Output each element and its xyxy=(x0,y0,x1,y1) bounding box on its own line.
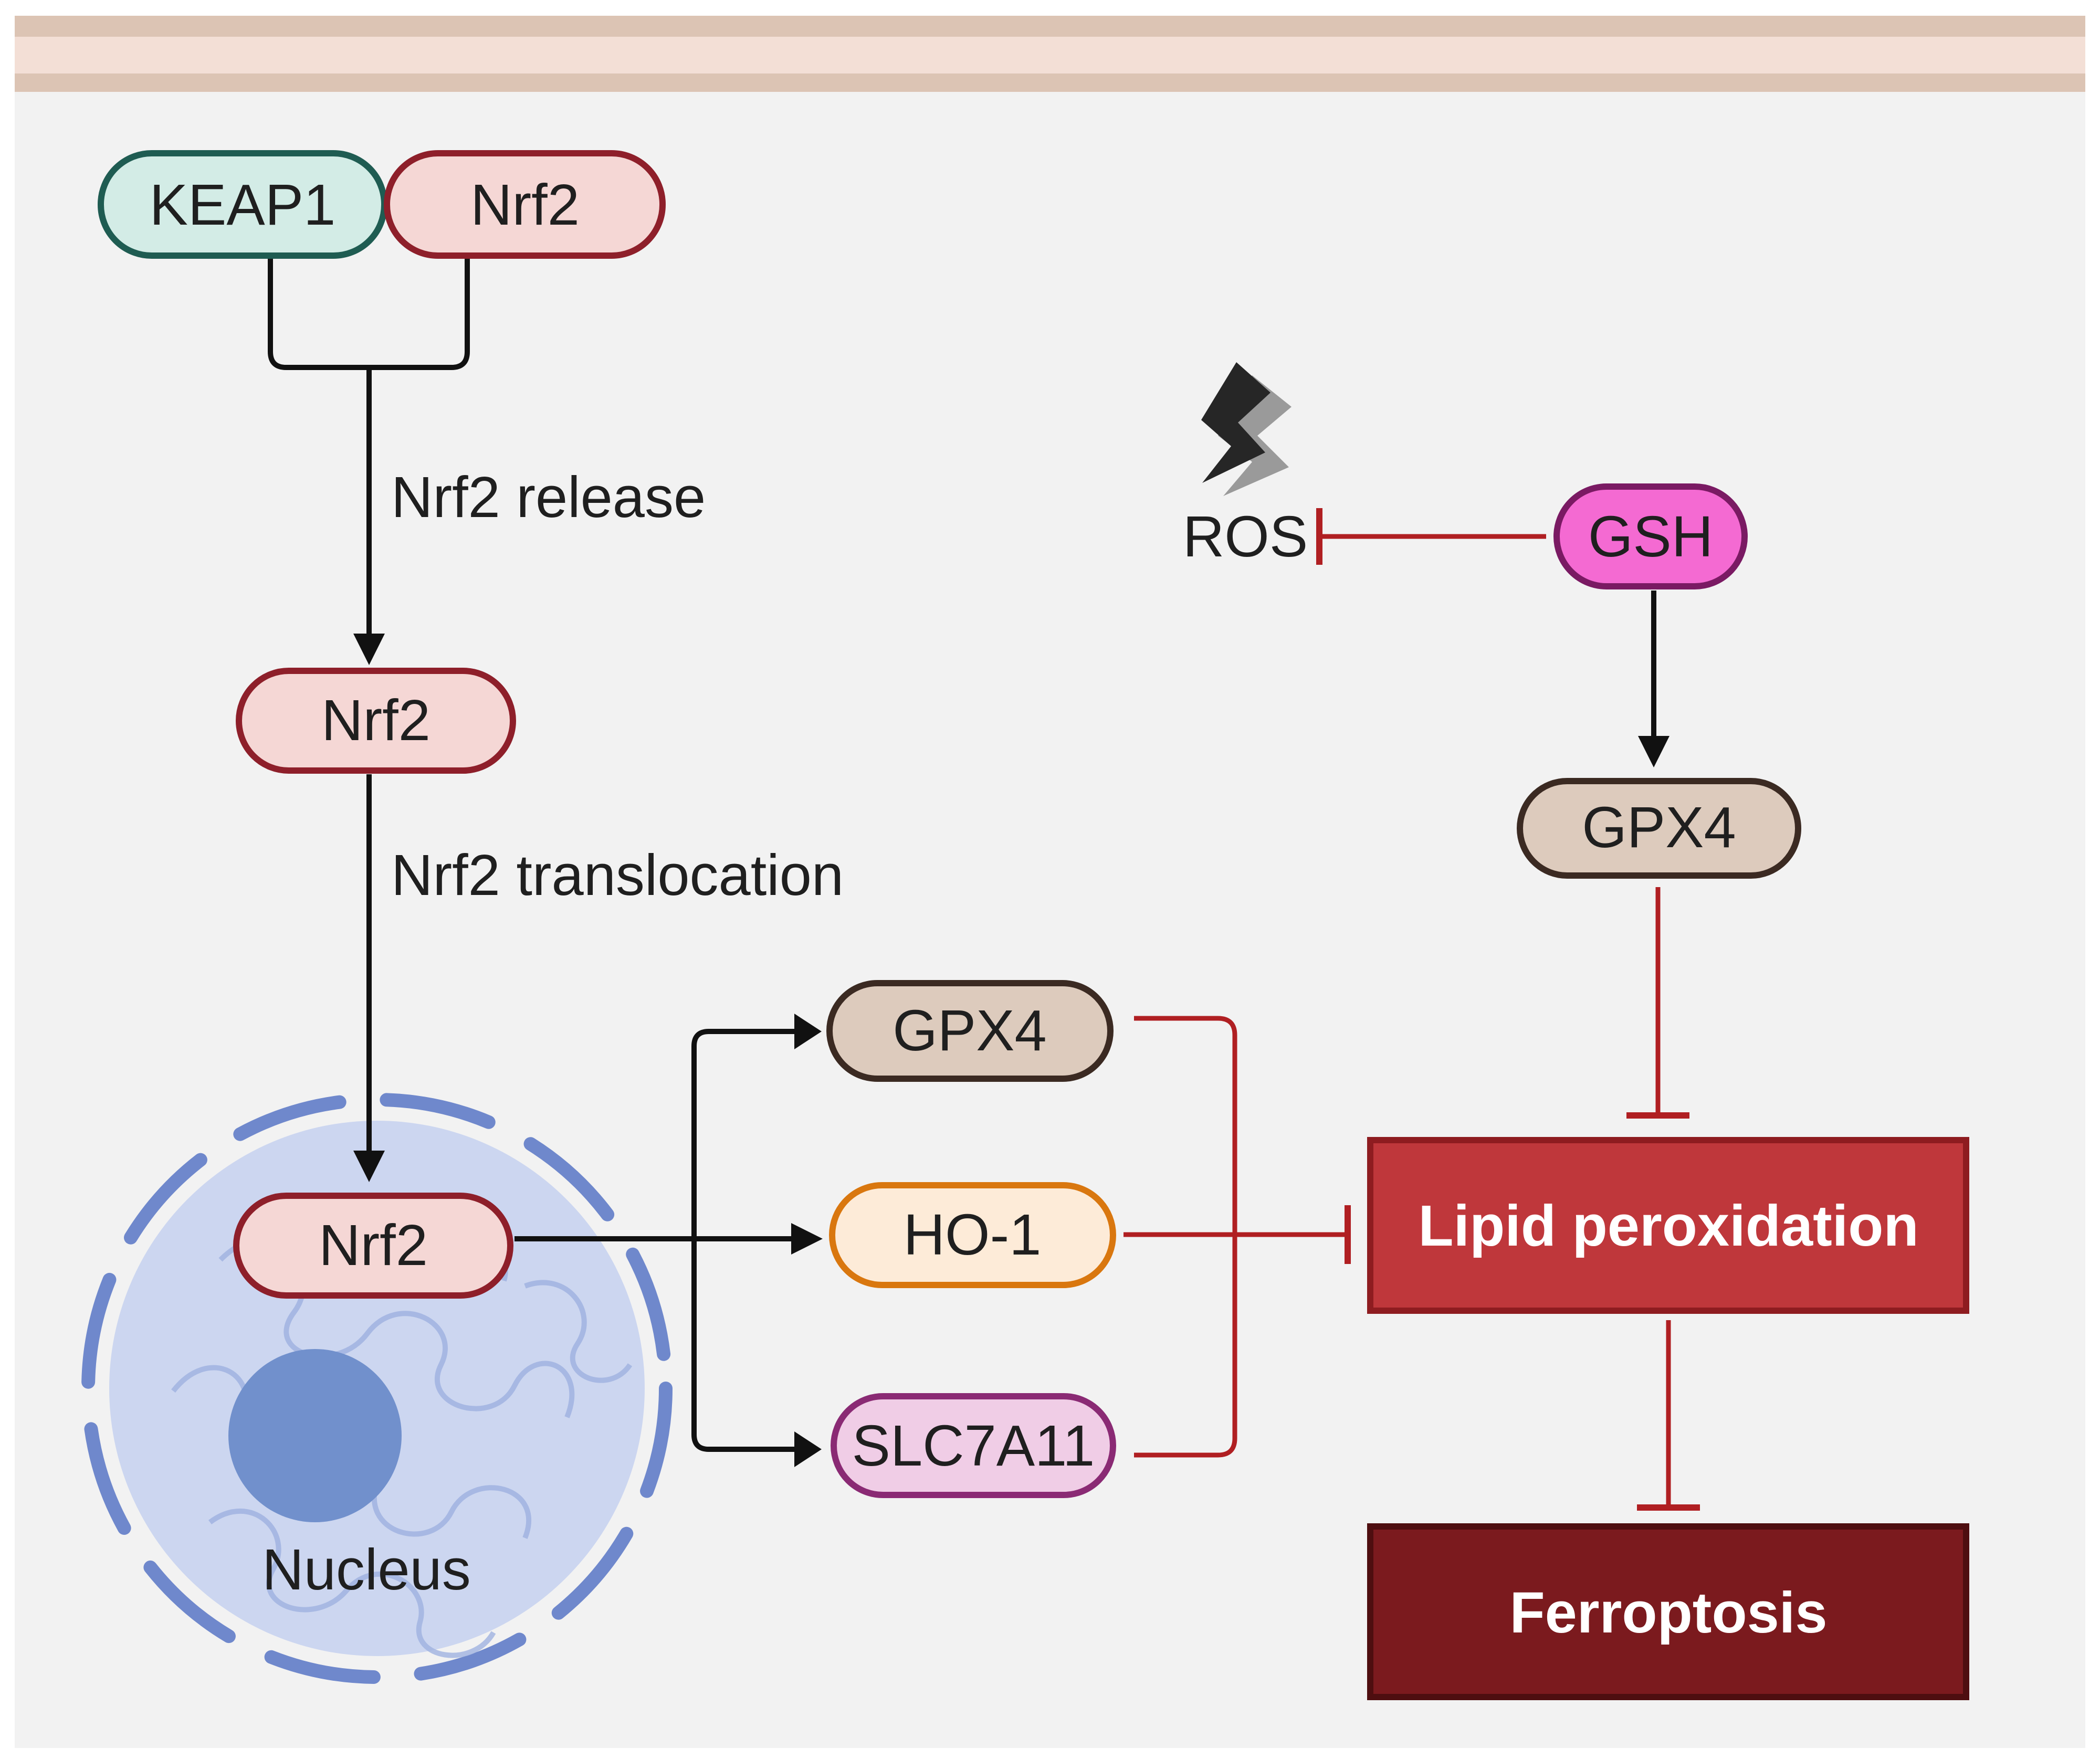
lipid-peroxidation-label: Lipid peroxidation xyxy=(1418,1194,1918,1258)
gpx4-target-label: GPX4 xyxy=(892,998,1046,1063)
slc7a11-target-node: SLC7A11 xyxy=(831,1393,1116,1498)
lipid-peroxidation-node: Lipid peroxidation xyxy=(1367,1137,1969,1314)
lightning-bolt-icon xyxy=(1201,362,1292,496)
nrf2-free-node: Nrf2 xyxy=(236,668,516,774)
gpx4-gsh-node: GPX4 xyxy=(1517,778,1801,879)
slc7a11-target-arrowhead xyxy=(794,1431,822,1467)
gsh-label: GSH xyxy=(1588,504,1713,569)
nrf2-translocation-label: Nrf2 translocation xyxy=(391,843,844,908)
nrf2-release-label: Nrf2 release xyxy=(391,465,706,530)
gpx4-target-arrowhead xyxy=(794,1014,822,1049)
keap1-node: KEAP1 xyxy=(98,150,387,259)
nrf2-free-label: Nrf2 xyxy=(321,688,430,753)
ho1-target-node: HO-1 xyxy=(829,1182,1116,1288)
nrf2-complex-label: Nrf2 xyxy=(470,173,580,237)
nrf2-nuclear-label: Nrf2 xyxy=(319,1213,428,1278)
ros-label: ROS xyxy=(1183,504,1308,569)
gpx4-gsh-label: GPX4 xyxy=(1582,795,1736,860)
top-band-highlight xyxy=(15,37,2085,73)
ferroptosis-node: Ferroptosis xyxy=(1367,1523,1969,1700)
nrf2-nuclear-node: Nrf2 xyxy=(233,1193,513,1299)
nucleus-envelope xyxy=(81,1093,673,1684)
ho1-target-label: HO-1 xyxy=(904,1203,1042,1267)
nucleus-label: Nucleus xyxy=(262,1537,470,1602)
ferroptosis-label: Ferroptosis xyxy=(1509,1581,1827,1645)
keap1-label: KEAP1 xyxy=(150,173,336,237)
gsh-node: GSH xyxy=(1553,483,1748,589)
nrf2-complex-node: Nrf2 xyxy=(384,150,666,259)
nucleolus xyxy=(228,1349,402,1522)
target-branch xyxy=(691,1029,816,1452)
gpx4-target-node: GPX4 xyxy=(826,980,1114,1082)
slc7a11-target-label: SLC7A11 xyxy=(852,1414,1095,1478)
